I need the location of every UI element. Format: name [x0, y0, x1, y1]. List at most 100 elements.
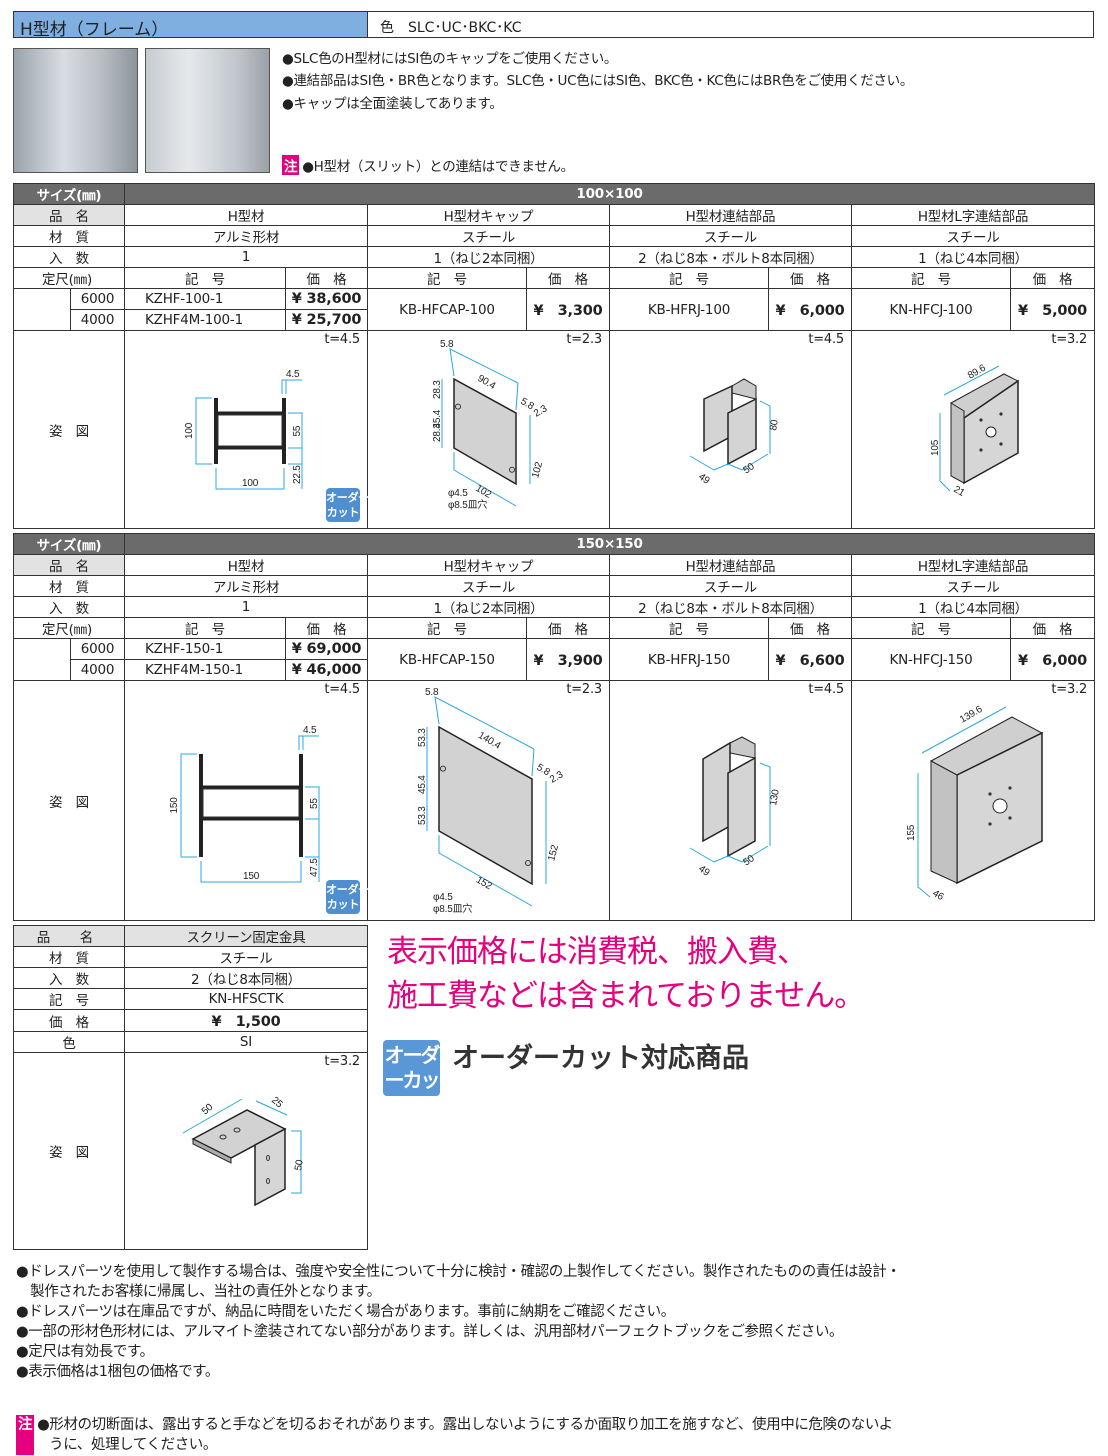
product-price: ¥ 3,300	[526, 288, 610, 331]
dimension-label: 100	[184, 422, 195, 439]
size-label: サイズ(㎜)	[13, 183, 125, 205]
color-value: SI	[124, 1031, 368, 1053]
dimension-label: 55	[292, 425, 303, 436]
dimension-label: 28.3	[432, 380, 443, 399]
price-header: 価 格	[768, 267, 852, 289]
color-label: 色	[13, 1031, 125, 1053]
thickness-label: t=2.3	[566, 682, 602, 697]
material-value: スチール	[367, 575, 610, 597]
material-label: 材 質	[13, 225, 125, 247]
product-photo-h-frame	[13, 48, 138, 173]
dimension-label: 46	[931, 888, 946, 903]
material-value: アルミ形材	[124, 225, 368, 247]
thickness-label: t=4.5	[808, 682, 844, 697]
quantity-label: 入 数	[13, 967, 125, 989]
dimension-label: 150	[243, 871, 260, 882]
product-name: スクリーン固定金具	[124, 925, 368, 947]
quantity-label: 入 数	[13, 246, 125, 268]
product-price: ¥ 6,000	[1009, 638, 1096, 681]
product-code: KZHF4M-150-1	[124, 659, 286, 681]
length-value: 6000	[70, 288, 125, 310]
product-name: H型材キャップ	[367, 554, 610, 576]
dimension-label: φ8.5皿穴	[448, 498, 487, 511]
section-title-bar: H型材（フレーム） 色 SLC･UC･BKC･KC	[13, 11, 1094, 40]
dimension-label: 50	[200, 1102, 216, 1118]
product-name: H型材	[124, 554, 368, 576]
dimension-label: 50	[741, 853, 757, 869]
thickness-label: t=2.3	[566, 332, 602, 347]
price-header: 価 格	[1009, 267, 1096, 289]
dimension-label: 49	[696, 863, 712, 879]
product-price: ¥ 38,600	[285, 288, 368, 310]
dimension-label: 140.4	[476, 730, 503, 752]
dimension-label: 102	[530, 460, 545, 479]
dimension-label: 152	[474, 875, 494, 893]
dimension-label: 50	[741, 461, 757, 477]
size-label: サイズ(㎜)	[13, 533, 125, 555]
dimension-label: 55	[309, 798, 320, 809]
dimension-label: 45.4	[417, 775, 428, 794]
tax-notice: 表示価格には消費税、搬入費、 施工費などは含まれておりません。	[387, 930, 865, 1018]
length-label: 定尺(㎜)	[13, 267, 125, 289]
product-code: KN-HFCJ-150	[851, 638, 1011, 681]
order-cut-badge: オーダーカット	[326, 880, 369, 914]
dimension-label: 4.5	[303, 725, 317, 736]
dimension-label: 5.8	[425, 687, 439, 698]
dimension-label: 21	[952, 484, 967, 499]
code-header: 記 号	[851, 617, 1011, 639]
note: ●SLC色のH型材にはSI色のキャップをご使用ください。	[282, 51, 618, 67]
price-header: 価 格	[526, 617, 610, 639]
dimension-label: 155	[906, 824, 917, 841]
thickness-label: t=3.2	[1051, 332, 1088, 347]
length-value: 6000	[70, 638, 125, 660]
dimension-label: 100	[242, 478, 259, 489]
dimension-label: φ4.5	[433, 892, 453, 903]
material-value: スチール	[850, 225, 1096, 247]
dimension-label: 49	[696, 471, 712, 487]
footnote: ●ドレスパーツは在庫品ですが、納品に時間をいただく場合があります。事前に納期をご…	[16, 1304, 675, 1320]
product-price: ¥ 46,000	[285, 659, 368, 681]
product-code: KB-HFCAP-100	[367, 288, 527, 331]
quantity-value: 1（ねじ2本同梱）	[367, 596, 610, 618]
thickness-label: t=3.2	[1051, 682, 1088, 697]
product-name: H型材	[124, 204, 368, 226]
material-label: 材 質	[13, 946, 125, 968]
dimension-label: 89.6	[966, 362, 988, 381]
order-cut-badge: オーダーカット	[326, 488, 369, 522]
product-photo-h-frame-cap	[145, 48, 270, 173]
material-value: スチール	[850, 575, 1096, 597]
code-header: 記 号	[124, 617, 286, 639]
quantity-value: 2（ねじ8本・ボルト8本同梱）	[609, 246, 852, 268]
price-header: 価 格	[526, 267, 610, 289]
note: ●連結部品はSI色・BR色となります。SLC色・UC色にはSI色、BKC色・KC…	[282, 73, 914, 89]
price-header: 価 格	[285, 267, 368, 289]
product-price: ¥ 6,600	[768, 638, 852, 681]
name-label: 品 名	[13, 554, 125, 576]
figure-label: 姿 図	[13, 1052, 125, 1250]
figure-label: 姿 図	[13, 680, 125, 921]
product-price: ¥ 25,700	[285, 309, 368, 331]
dimension-label: 53.3	[417, 728, 428, 747]
product-code: KZHF-150-1	[124, 638, 286, 660]
quantity-value: 1	[124, 246, 368, 268]
dimension-label: 2.3	[532, 403, 550, 419]
quantity-value: 1（ねじ4本同梱）	[850, 246, 1096, 268]
thickness-label: t=3.2	[324, 1054, 360, 1069]
dimension-label: 45.4	[432, 409, 443, 428]
length-value: 4000	[70, 659, 125, 681]
thickness-label: t=4.5	[324, 682, 360, 697]
length-value: 4000	[70, 309, 125, 331]
length-label: 定尺(㎜)	[13, 617, 125, 639]
